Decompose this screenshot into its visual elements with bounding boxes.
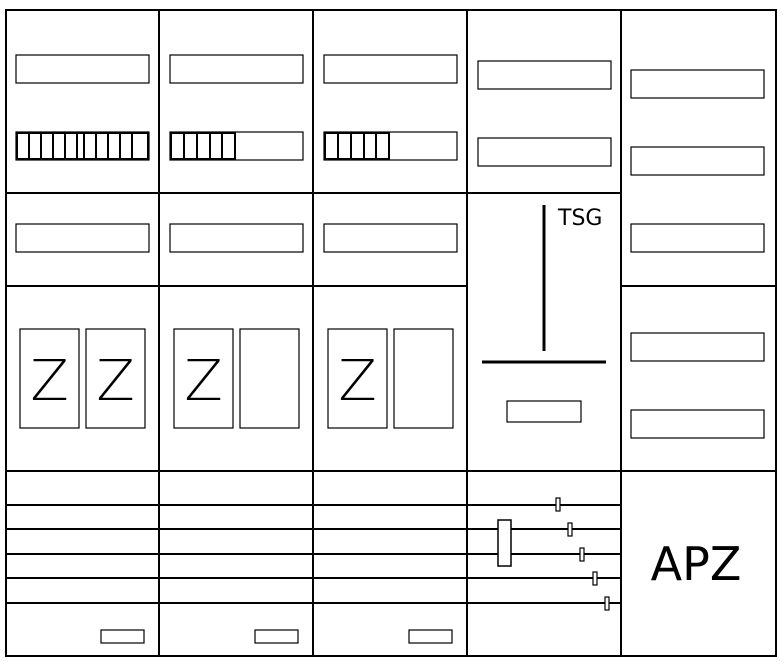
din-rail-blank: [169, 223, 304, 253]
din-rail-breakers: [323, 131, 458, 161]
column-2: Z: [169, 54, 304, 644]
meter-symbol: Z: [338, 349, 376, 414]
terminal-block: [100, 629, 145, 644]
din-rail-blank: [15, 54, 150, 84]
breaker-group: [324, 132, 390, 160]
din-rail-blank: [477, 60, 612, 90]
apz-label: APZ: [651, 537, 742, 591]
din-rail-blank: [477, 137, 612, 167]
din-rail-blank: [323, 54, 458, 84]
din-rail-blank: [323, 223, 458, 253]
column-4-tsg: TSG: [477, 60, 612, 611]
din-rail-blank: [630, 146, 765, 176]
meter-slot-2: [85, 328, 146, 429]
main-switch: [497, 519, 512, 567]
bus-bars: [6, 504, 621, 604]
section-dividers: [6, 192, 776, 472]
din-rail-blank: [630, 69, 765, 99]
bus-tap-1: [555, 497, 561, 512]
bus-tap-3: [579, 547, 585, 562]
breaker-row: [324, 132, 390, 160]
din-rail-blank: [630, 223, 765, 253]
column-1: Z Z: [15, 54, 150, 644]
cabinet-frame: [5, 9, 777, 657]
bus-tap-5: [604, 596, 610, 611]
terminal-block: [408, 629, 453, 644]
din-rail-blank: [630, 409, 765, 439]
din-rail-blank: [169, 54, 304, 84]
meter-slot-2: [239, 328, 300, 429]
meter-slot-1: [19, 328, 80, 429]
tsg-label: TSG: [557, 206, 602, 231]
column-3: Z: [323, 54, 458, 644]
din-rail-breakers: [15, 131, 150, 161]
column-5-apz: APZ: [630, 69, 765, 591]
meter-symbol: Z: [184, 349, 222, 414]
bus-tap-4: [592, 571, 598, 586]
meter-symbol: Z: [30, 349, 68, 414]
meter-symbol: Z: [96, 349, 134, 414]
din-rail-blank: [15, 223, 150, 253]
terminal-block: [254, 629, 299, 644]
breaker-row: [16, 132, 149, 160]
breaker-group: [16, 132, 149, 160]
din-rail-breakers: [169, 131, 304, 161]
meter-slot-1: [327, 328, 388, 429]
din-rail-blank: [630, 332, 765, 362]
column-dividers: [158, 10, 622, 656]
breaker-group: [170, 132, 236, 160]
tsg-terminal: [506, 400, 582, 423]
breaker-row: [170, 132, 236, 160]
bus-tap-2: [567, 522, 573, 537]
meter-slot-1: [173, 328, 234, 429]
meter-slot-2: [393, 328, 454, 429]
